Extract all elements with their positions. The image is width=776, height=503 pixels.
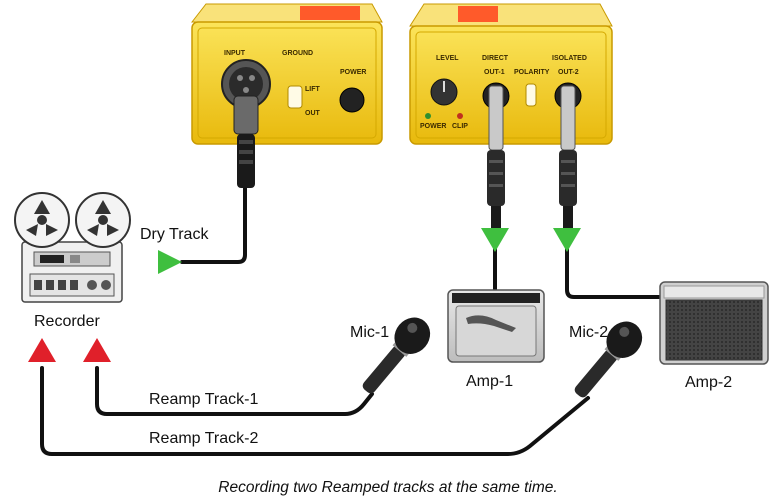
recorder-label: Recorder: [34, 313, 100, 330]
left-reel-icon: [14, 192, 70, 248]
power-led: [425, 113, 431, 119]
power-label: POWER: [340, 69, 366, 76]
out1-label: OUT-1: [484, 69, 505, 76]
input-label: INPUT: [224, 50, 246, 57]
amp2-arrow-icon: [553, 228, 581, 252]
reamp-track1-arrow-icon: [83, 338, 111, 362]
right-reamp-box: LEVEL DIRECT ISOLATED OUT-1 OUT-2 POLARI…: [409, 3, 613, 145]
xlr-input-jack: [221, 59, 271, 109]
mic2-icon: [574, 321, 643, 398]
recorder-icon: [14, 192, 131, 303]
reamp-track2-label: Reamp Track-2: [149, 430, 258, 447]
mic1-label: Mic-1: [350, 324, 389, 341]
reamp-track2-arrow-icon: [28, 338, 56, 362]
out-label: OUT: [305, 110, 321, 117]
clip-led: [457, 113, 463, 119]
left-di-box: INPUT GROUND LIFT OUT POWER: [190, 3, 383, 145]
reamp-track2-cable: [40, 366, 590, 456]
ground-lift-switch[interactable]: [287, 85, 303, 109]
amp2-label: Amp-2: [685, 374, 732, 391]
ground-label: GROUND: [282, 50, 313, 57]
xlr-cable-plug: [233, 95, 259, 188]
mic1-icon: [362, 317, 431, 394]
mic2-label: Mic-2: [569, 324, 608, 341]
dry-track-cable: [180, 183, 247, 264]
direct-label: DIRECT: [482, 55, 509, 62]
amp1-arrow-icon: [481, 228, 509, 252]
power-led-label: POWER: [420, 123, 446, 130]
dry-track-arrow-icon: [158, 250, 182, 274]
polarity-switch[interactable]: [525, 83, 537, 107]
reamp-track1-cable: [95, 366, 374, 416]
lift-label: LIFT: [305, 86, 320, 93]
clip-led-label: CLIP: [452, 123, 468, 130]
polarity-label: POLARITY: [514, 69, 550, 76]
caption: Recording two Reamped tracks at the same…: [218, 479, 557, 496]
amp1-label: Amp-1: [466, 373, 513, 390]
level-label: LEVEL: [436, 55, 459, 62]
reamp-track1-label: Reamp Track-1: [149, 391, 258, 408]
amp2-icon: [659, 281, 769, 365]
cables: [40, 183, 664, 456]
isolated-label: ISOLATED: [552, 55, 587, 62]
amp1-icon: [447, 289, 545, 363]
dry-track-label: Dry Track: [140, 226, 209, 243]
out2-label: OUT-2: [558, 69, 579, 76]
right-reel-icon: [75, 192, 131, 248]
out2-plug: [559, 85, 577, 230]
out1-plug: [487, 85, 505, 230]
amp2-cable: [565, 246, 664, 299]
power-jack: [339, 87, 365, 113]
